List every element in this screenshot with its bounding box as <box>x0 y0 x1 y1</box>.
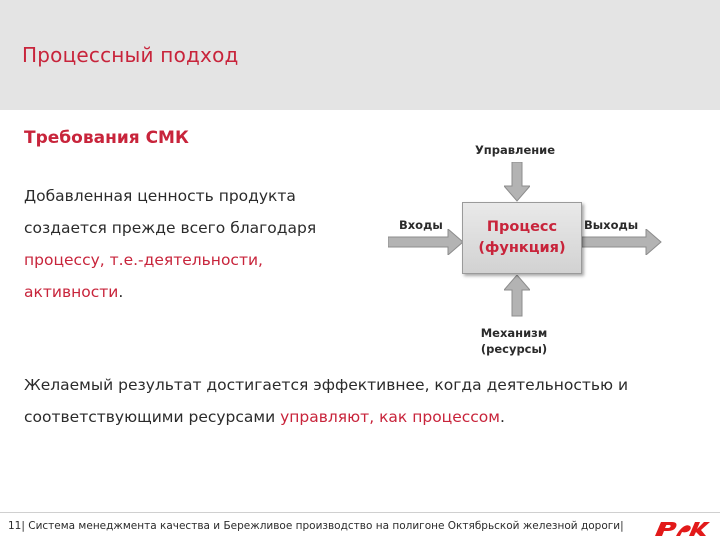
inputs-label: Входы <box>399 218 443 232</box>
page-title: Процессный подход <box>22 43 239 67</box>
process-label-line1: Процесс <box>486 219 558 235</box>
inputs-arrow <box>388 229 464 255</box>
paragraph-segment: . <box>499 408 505 426</box>
control-arrow <box>504 162 530 202</box>
slide-header: Процессный подход <box>0 0 720 110</box>
mechanism-label: Механизм (ресурсы) <box>474 325 554 357</box>
outputs-label: Выходы <box>584 218 639 232</box>
process-label: Процесс (функция) <box>478 217 565 259</box>
mechanism-label-line2: (ресурсы) <box>480 342 548 356</box>
mechanism-arrow <box>504 275 530 317</box>
mechanism-label-line1: Механизм <box>480 326 548 340</box>
rzd-logo-icon <box>652 517 712 543</box>
section-title: Требования СМК <box>24 128 189 148</box>
slide-footer: 11| Система менеджмента качества и Береж… <box>0 512 720 541</box>
paragraph-segment: Желаемый результат достигается эффективн… <box>24 376 629 426</box>
process-box: Процесс (функция) <box>462 202 582 274</box>
paragraph-segment: Добавленная ценность продукта создается … <box>24 187 317 237</box>
paragraph-desired-result: Желаемый результат достигается эффективн… <box>24 369 664 433</box>
process-label-line2: (функция) <box>478 240 566 256</box>
paragraph-highlight: процессу, т.е.-деятельности, активности <box>24 251 263 301</box>
paragraph-highlight: управляют, как процессом <box>280 408 500 426</box>
paragraph-added-value: Добавленная ценность продукта создается … <box>24 180 364 308</box>
control-label: Управление <box>474 143 556 157</box>
paragraph-segment: . <box>118 283 124 301</box>
outputs-arrow <box>582 229 662 255</box>
footer-text: 11| Система менеджмента качества и Береж… <box>8 520 624 532</box>
